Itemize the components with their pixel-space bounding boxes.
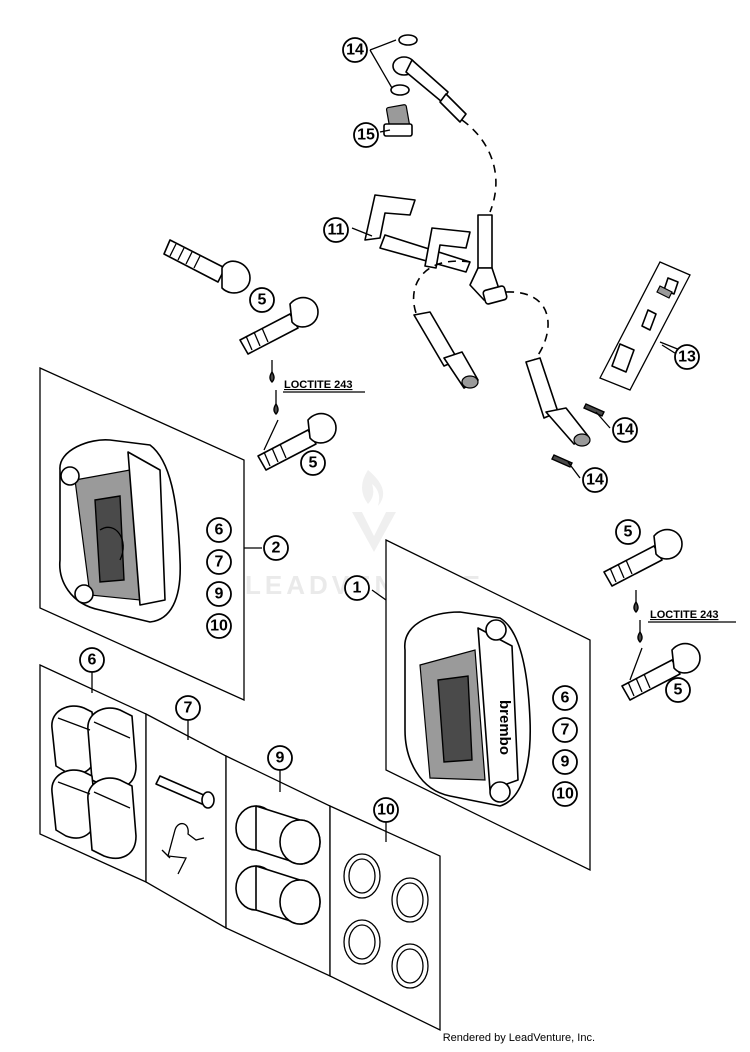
svg-text:6: 6 bbox=[88, 652, 97, 669]
callout-5-left-lower: 5 bbox=[300, 450, 326, 476]
brake-line-assembly bbox=[364, 34, 605, 468]
piston-seals bbox=[343, 853, 429, 989]
callout-15: 15 bbox=[353, 122, 379, 148]
svg-text:9: 9 bbox=[276, 750, 285, 767]
callout-5-upper: 5 bbox=[249, 287, 275, 313]
svg-text:6: 6 bbox=[561, 690, 570, 707]
loctite-label-right: LOCTITE 243 bbox=[650, 609, 718, 621]
callout-10-seals: 10 bbox=[373, 797, 399, 823]
callout-9-pistons: 9 bbox=[267, 745, 293, 771]
callout-7-pins: 7 bbox=[175, 695, 201, 721]
callout-6-right: 6 bbox=[552, 685, 578, 711]
svg-text:7: 7 bbox=[215, 554, 224, 571]
loctite-drops-right bbox=[629, 590, 643, 681]
svg-text:7: 7 bbox=[184, 700, 193, 717]
loctite-label-left: LOCTITE 243 bbox=[284, 379, 352, 391]
svg-text:14: 14 bbox=[616, 422, 634, 439]
banjo-bolt bbox=[383, 104, 413, 137]
callout-9-right: 9 bbox=[552, 749, 578, 775]
caliper-left bbox=[59, 439, 181, 623]
svg-text:9: 9 bbox=[561, 754, 570, 771]
hose-dashed-left bbox=[412, 260, 471, 319]
callout-14-lower: 14 bbox=[582, 467, 608, 493]
hose-upper-fitting bbox=[405, 59, 449, 103]
sealing-washer-lower bbox=[390, 84, 410, 96]
distributor-block bbox=[477, 214, 493, 269]
brand-logo: brembo bbox=[496, 700, 513, 755]
callout-9-left: 9 bbox=[206, 581, 232, 607]
pins-panel bbox=[145, 712, 227, 930]
svg-text:14: 14 bbox=[586, 472, 604, 489]
callout-1: 1 bbox=[344, 575, 370, 601]
callout-5-right-upper: 5 bbox=[615, 519, 641, 545]
callout-13: 13 bbox=[674, 344, 700, 370]
pin-upper bbox=[583, 403, 605, 417]
svg-text:1: 1 bbox=[353, 580, 362, 597]
svg-text:10: 10 bbox=[377, 802, 395, 819]
svg-text:5: 5 bbox=[258, 292, 267, 309]
caliper-bolt-left-upper bbox=[239, 296, 319, 355]
seals-panel bbox=[329, 804, 441, 1032]
hose-dashed-upper bbox=[461, 119, 497, 213]
callout-6-left: 6 bbox=[206, 517, 232, 543]
svg-text:10: 10 bbox=[210, 618, 228, 635]
callout-5-right-lower: 5 bbox=[665, 677, 691, 703]
leader-14a bbox=[369, 39, 397, 89]
callout-10-right: 10 bbox=[552, 781, 578, 807]
caliper-pistons bbox=[235, 805, 321, 925]
svg-text:7: 7 bbox=[561, 722, 570, 739]
callout-11: 11 bbox=[323, 217, 349, 243]
caliper-bolt-right-upper bbox=[603, 528, 683, 587]
svg-text:9: 9 bbox=[215, 586, 224, 603]
callout-2: 2 bbox=[263, 535, 289, 561]
caliper-right: brembo bbox=[404, 611, 532, 807]
svg-text:5: 5 bbox=[674, 682, 683, 699]
svg-text:15: 15 bbox=[357, 127, 375, 144]
caliper-bolt-right-lower bbox=[621, 642, 701, 701]
pin-lower bbox=[551, 454, 573, 468]
pistons-panel bbox=[225, 754, 331, 978]
callout-14-top: 14 bbox=[342, 37, 368, 63]
brake-pads bbox=[51, 705, 137, 860]
callout-7-left: 7 bbox=[206, 549, 232, 575]
svg-text:10: 10 bbox=[556, 786, 574, 803]
svg-text:13: 13 bbox=[678, 349, 696, 366]
loctite-drops-left bbox=[263, 360, 279, 451]
bleeder-kit bbox=[599, 261, 691, 391]
svg-text:6: 6 bbox=[215, 522, 224, 539]
svg-text:5: 5 bbox=[309, 455, 318, 472]
callout-7-right: 7 bbox=[552, 717, 578, 743]
pad-pin-kit bbox=[155, 775, 215, 875]
svg-text:2: 2 bbox=[272, 540, 281, 557]
hose-right bbox=[525, 357, 559, 419]
callout-6-pads: 6 bbox=[79, 647, 105, 673]
svg-text:14: 14 bbox=[346, 42, 364, 59]
hose-dashed-right bbox=[505, 291, 549, 366]
callout-14-right: 14 bbox=[612, 417, 638, 443]
hose-bracket bbox=[364, 194, 416, 241]
caliper-bolt-left-lower bbox=[257, 412, 337, 471]
render-credit: Rendered by LeadVenture, Inc. bbox=[442, 1032, 595, 1044]
callout-10-left: 10 bbox=[206, 613, 232, 639]
sealing-washer-upper bbox=[398, 34, 418, 46]
svg-text:5: 5 bbox=[624, 524, 633, 541]
svg-text:11: 11 bbox=[328, 222, 345, 239]
caliper-bolt-long bbox=[163, 239, 251, 294]
